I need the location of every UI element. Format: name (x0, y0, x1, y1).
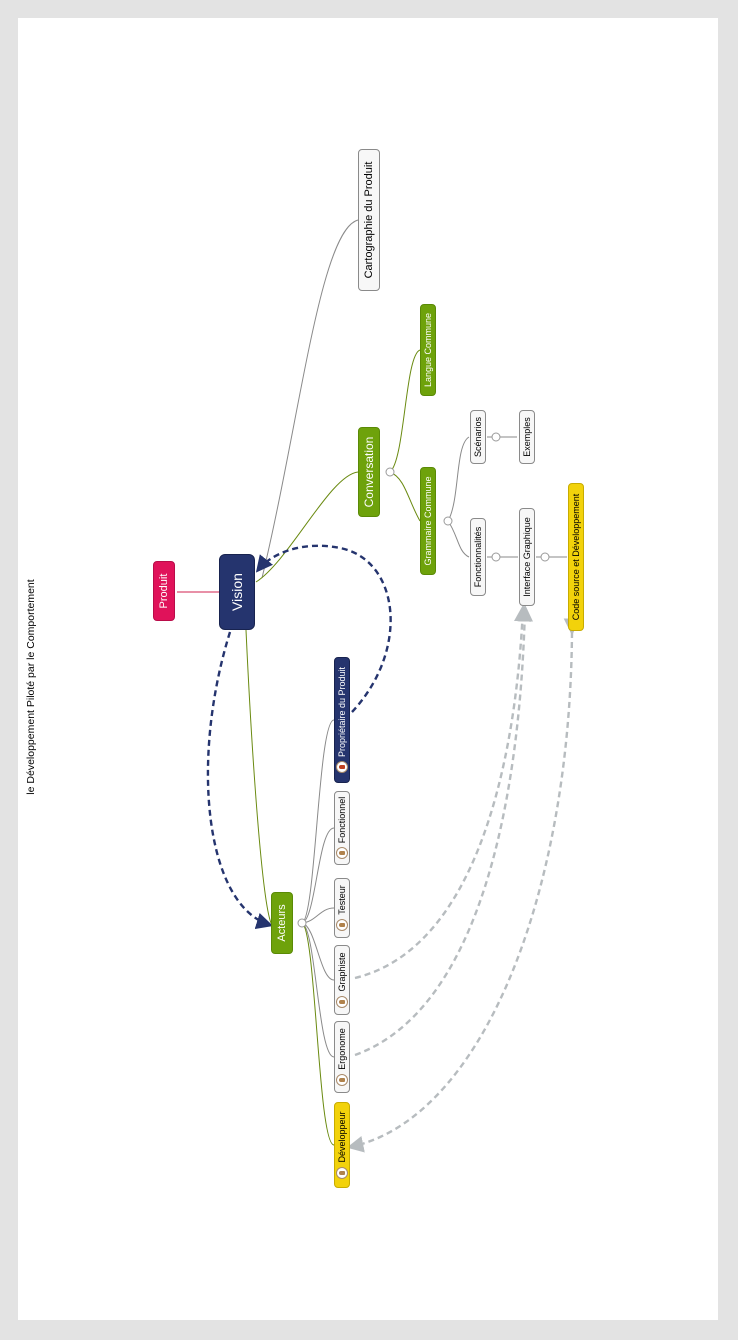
link-conversation-langue (389, 349, 421, 473)
relation-vision-acteurs (206, 631, 274, 930)
person-icon (336, 995, 348, 1008)
node-code-source[interactable]: Code source et Développement (568, 483, 584, 631)
node-conversation[interactable]: Conversation (358, 427, 380, 517)
link-acteurs-graphiste (301, 922, 335, 981)
link-acteurs-developpeur (301, 922, 335, 1146)
node-proprietaire-du-produit[interactable]: Propriétaire du Produit (334, 657, 350, 783)
node-vision[interactable]: Vision (219, 554, 255, 630)
node-testeur[interactable]: Testeur (334, 878, 350, 938)
link-vision-acteurs (245, 629, 272, 924)
link-vision-conversation (255, 471, 359, 583)
node-fonctionnel[interactable]: Fonctionnel (334, 791, 350, 865)
node-fonctionnalites[interactable]: Fonctionnalités (470, 518, 486, 596)
node-scenarios[interactable]: Scénarios (470, 410, 486, 464)
person-icon (336, 1073, 348, 1086)
person-icon (336, 847, 348, 860)
node-exemples[interactable]: Exemples (519, 410, 535, 464)
link-conversation-grammaire (389, 471, 421, 522)
node-produit[interactable]: Produit (153, 561, 175, 621)
link-acteurs-ergonome (301, 922, 335, 1058)
link-acteurs-testeur (301, 907, 335, 924)
person-icon (336, 761, 348, 774)
node-cartographie-du-produit[interactable]: Cartographie du Produit (358, 149, 380, 291)
node-developpeur[interactable]: Développeur (334, 1102, 350, 1188)
link-grammaire-fonctionnalites (447, 520, 470, 558)
fonctionnalites-collapse-toggle[interactable] (491, 552, 501, 562)
link-acteurs-proprietaire (301, 719, 335, 924)
link-acteurs-fonctionnel (301, 827, 335, 924)
relation-ergonome-interface (354, 604, 534, 1057)
grammaire-collapse-toggle[interactable] (443, 516, 453, 526)
conversation-collapse-toggle[interactable] (385, 467, 395, 477)
link-vision-cartographie (261, 219, 359, 579)
relation-proprietaire-vision (255, 544, 392, 713)
node-interface-graphique[interactable]: Interface Graphique (519, 508, 535, 606)
interface-collapse-toggle[interactable] (540, 552, 550, 562)
person-icon (336, 918, 348, 931)
relation-code-developpeur (346, 618, 581, 1153)
person-icon (336, 1166, 348, 1179)
relation-graphiste-interface (354, 604, 531, 980)
node-graphiste[interactable]: Graphiste (334, 945, 350, 1015)
node-langue-commune[interactable]: Langue Commune (420, 304, 436, 396)
node-grammaire-commune[interactable]: Grammaire Commune (420, 467, 436, 575)
scenarios-collapse-toggle[interactable] (491, 432, 501, 442)
node-ergonome[interactable]: Ergonome (334, 1021, 350, 1093)
node-acteurs[interactable]: Acteurs (271, 892, 293, 954)
link-grammaire-scenarios (447, 436, 470, 522)
acteurs-collapse-toggle[interactable] (297, 918, 307, 928)
